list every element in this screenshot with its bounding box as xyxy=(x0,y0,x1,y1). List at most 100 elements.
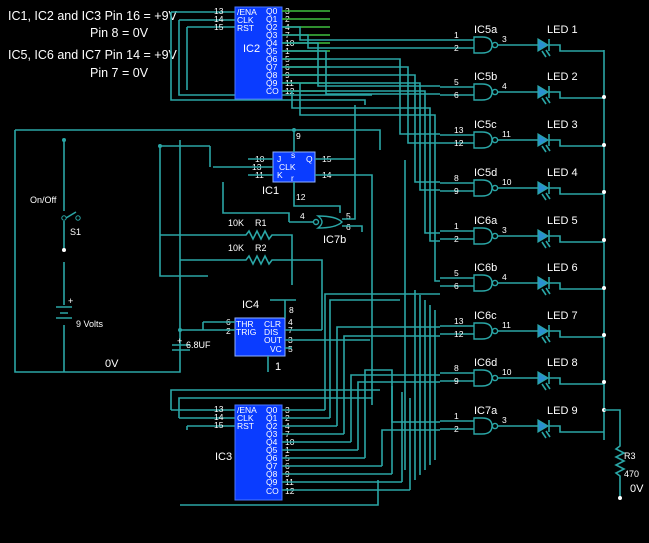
ic3-name: IC3 xyxy=(215,451,232,463)
svg-text:/ENA: /ENA xyxy=(237,405,257,415)
led-label: LED 5 xyxy=(547,215,578,227)
svg-text:TRIG: TRIG xyxy=(236,327,256,337)
led-rail-wire xyxy=(549,44,604,52)
ic2-pin-13: 13 xyxy=(214,6,224,16)
gate-pin-out: 10 xyxy=(502,177,512,187)
svg-text:J: J xyxy=(277,154,281,164)
led-emission-arrows xyxy=(541,335,551,344)
gate-pin-in1: 1 xyxy=(454,221,459,231)
nand-gate-symbol xyxy=(473,417,493,435)
svg-text:Q6: Q6 xyxy=(266,453,278,463)
led-emission-arrows xyxy=(541,430,551,439)
svg-text:Q4: Q4 xyxy=(266,437,278,447)
svg-text:Q9: Q9 xyxy=(266,477,278,487)
svg-text:THR: THR xyxy=(236,319,253,329)
gate-name: IC5c xyxy=(474,119,497,131)
ic2-body xyxy=(234,6,283,100)
gate-pin-in1: 8 xyxy=(454,363,459,373)
svg-text:1: 1 xyxy=(275,361,281,373)
ic1-pin-9: 9 xyxy=(296,131,301,141)
svg-text:OUT: OUT xyxy=(264,335,282,345)
ic4-name: IC4 xyxy=(242,299,259,311)
led-icon xyxy=(537,370,550,386)
ic1-flipflop: 9 s J CLK K r Q 10 13 11 15 14 12 IC1 xyxy=(213,128,373,405)
svg-text:Q8: Q8 xyxy=(266,70,278,80)
gate-name: IC6c xyxy=(474,310,497,322)
gate-pin-in1: 1 xyxy=(454,411,459,421)
gate-pin-in1: 1 xyxy=(454,30,459,40)
led-rail-wire xyxy=(549,91,604,99)
led-icon xyxy=(537,180,550,196)
nand-bubble xyxy=(491,279,499,287)
gate-pin-in1: 5 xyxy=(454,77,459,87)
svg-text:Q0: Q0 xyxy=(266,405,278,415)
nand-bubble xyxy=(491,184,499,192)
led-icon xyxy=(537,275,550,291)
svg-text:+: + xyxy=(177,336,182,346)
gate-input-wires xyxy=(440,182,474,192)
svg-text:8: 8 xyxy=(289,305,294,315)
nand-bubble xyxy=(491,88,499,96)
power-notes: IC1, IC2 and IC3 Pin 16 = +9V Pin 8 = 0V… xyxy=(8,9,178,80)
ic7b-gate: 5 6 4 IC7b xyxy=(209,105,363,246)
gate-input-wires xyxy=(440,39,474,49)
note-line-3: IC5, IC6 and IC7 Pin 14 = +9V xyxy=(8,48,178,62)
gate-name: IC5b xyxy=(474,71,497,83)
gate-pin-out: 4 xyxy=(502,272,507,282)
gate-pin-in2: 12 xyxy=(454,138,464,148)
svg-text:13: 13 xyxy=(214,404,224,414)
svg-text:470: 470 xyxy=(624,469,639,479)
ic1-name: IC1 xyxy=(262,185,279,197)
resistor-r1: 10K R1 xyxy=(160,218,293,285)
svg-text:Q8: Q8 xyxy=(266,469,278,479)
ic2-pin-14: 14 xyxy=(214,14,224,24)
nand-bubble xyxy=(491,41,499,49)
svg-text:4: 4 xyxy=(300,211,305,221)
svg-text:CO: CO xyxy=(266,486,279,496)
led-icon xyxy=(537,418,550,434)
led-rail-wire xyxy=(549,139,604,147)
battery: + 9 Volts xyxy=(56,296,104,329)
gate-pin-in2: 2 xyxy=(454,43,459,53)
gate-pin-in1: 5 xyxy=(454,268,459,278)
nand-bubble xyxy=(491,136,499,144)
led-label: LED 6 xyxy=(547,262,578,274)
battery-label: 9 Volts xyxy=(76,319,104,329)
led-emission-arrows xyxy=(541,240,551,249)
gate-name: IC6d xyxy=(474,357,497,369)
led-label: LED 2 xyxy=(547,71,578,83)
svg-text:r: r xyxy=(291,173,294,183)
svg-text:0V: 0V xyxy=(630,483,644,495)
nand-bubble xyxy=(491,232,499,240)
ground-label: 0V xyxy=(105,358,119,370)
resistor-r3: R3 470 0V xyxy=(602,50,644,500)
svg-text:Q3: Q3 xyxy=(266,30,278,40)
svg-text:12: 12 xyxy=(285,486,295,496)
gate-pin-in1: 13 xyxy=(454,125,464,135)
nand-gate-symbol xyxy=(473,369,493,387)
gate-pin-in2: 2 xyxy=(454,424,459,434)
svg-text:Q7: Q7 xyxy=(266,62,278,72)
resistor-r2: 10K R2 xyxy=(159,235,323,330)
ic2-counter: 13 14 15 /ENA CLK RST IC2 Q0 Q1 Q2 Q3 Q4… xyxy=(170,6,372,105)
svg-text:2: 2 xyxy=(226,326,231,336)
svg-text:Q2: Q2 xyxy=(266,421,278,431)
led-rail-wire xyxy=(549,330,604,338)
svg-text:Q5: Q5 xyxy=(266,46,278,56)
ic4-timer: IC4 8 THR TRIG 6 2 CLR DIS OUT VC 4 7 3 … xyxy=(178,299,370,373)
led-emission-arrows xyxy=(541,382,551,391)
ic2-label-clk: CLK xyxy=(237,15,254,25)
led-icon xyxy=(537,323,550,339)
switch-label: On/Off xyxy=(30,195,57,205)
gate-pin-out: 10 xyxy=(502,367,512,377)
svg-text:Q2: Q2 xyxy=(266,22,278,32)
svg-text:VC: VC xyxy=(270,344,282,354)
svg-text:K: K xyxy=(277,170,283,180)
svg-text:Q6: Q6 xyxy=(266,54,278,64)
